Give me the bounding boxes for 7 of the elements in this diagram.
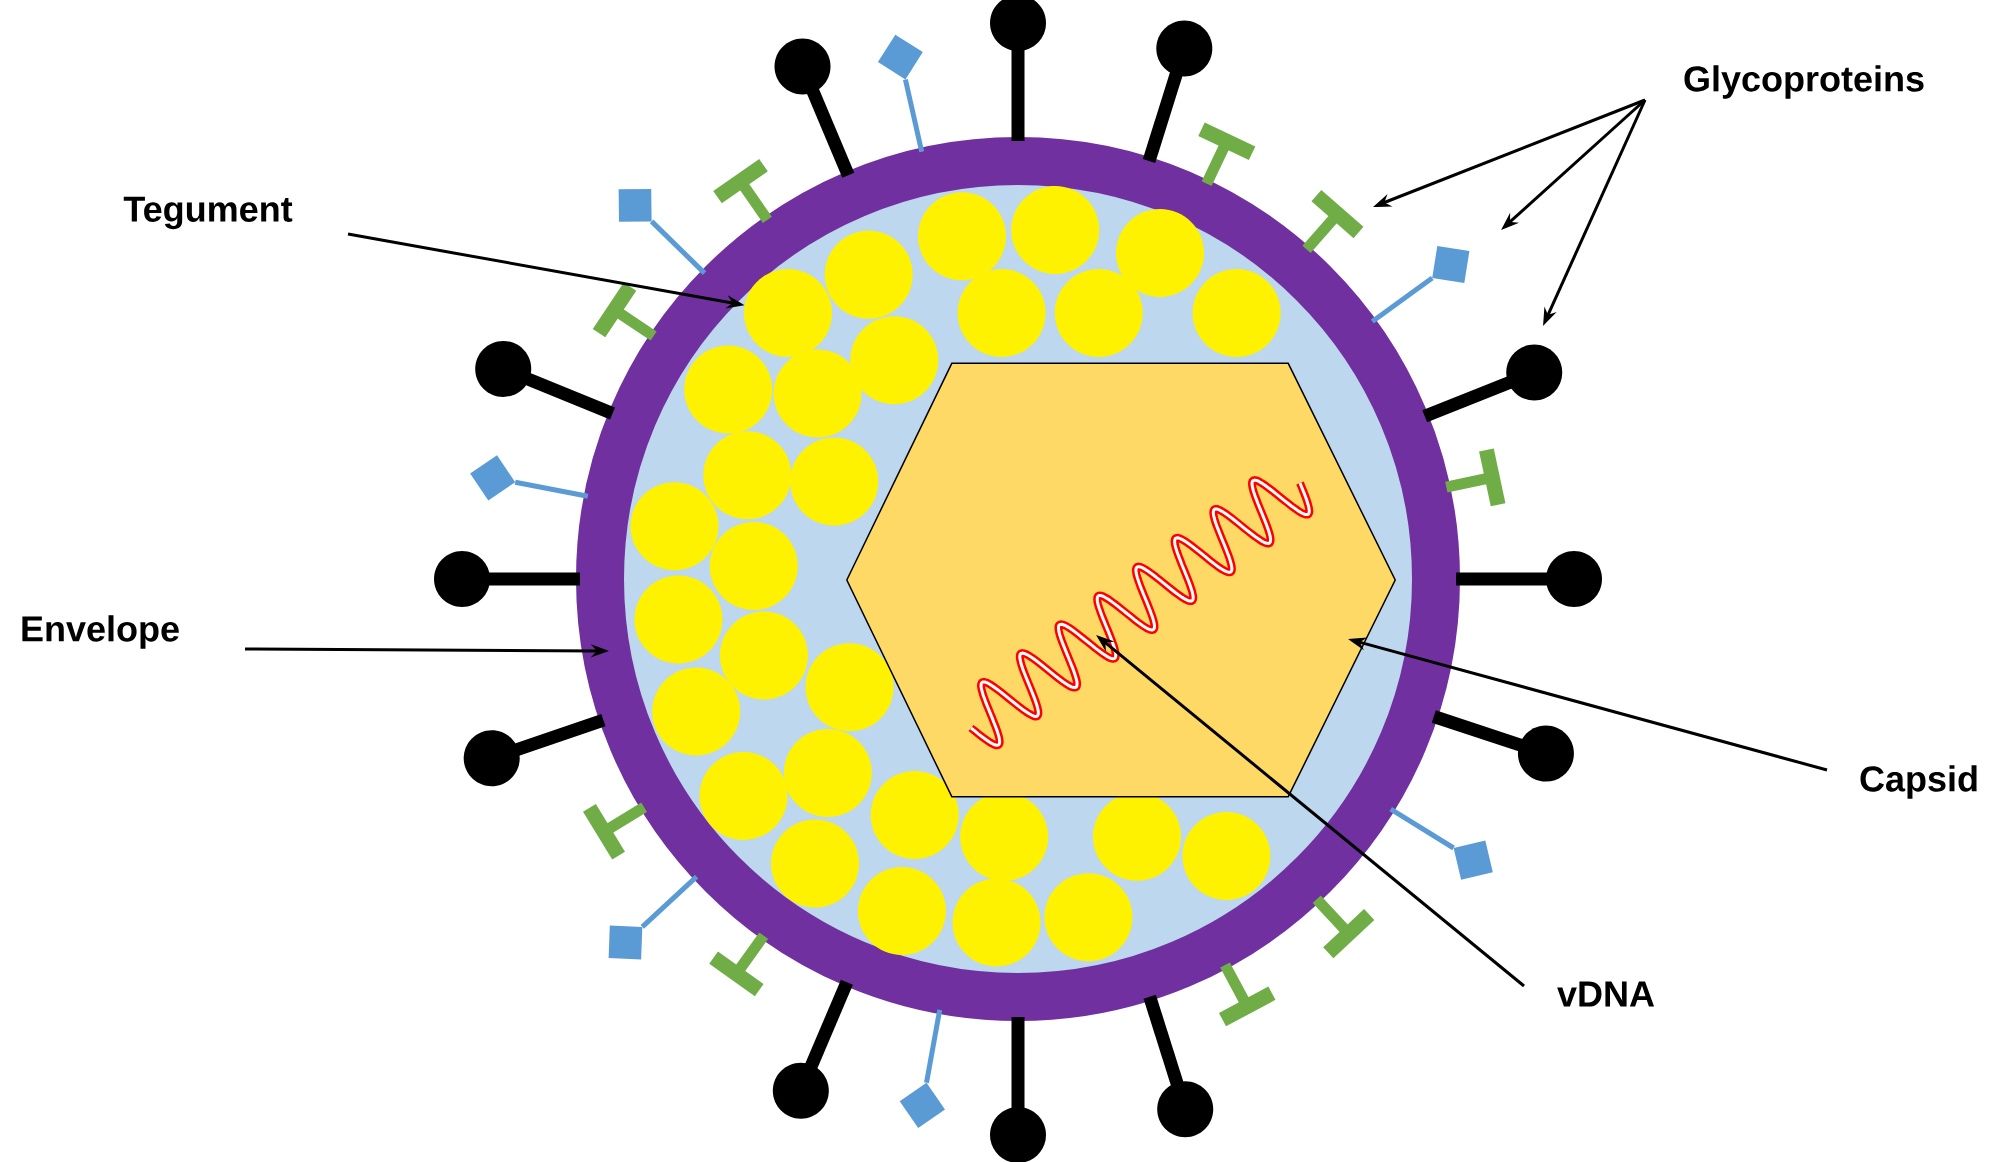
- callout-label: Capsid: [1860, 765, 1977, 799]
- tegument-ball: [744, 269, 832, 357]
- dna-helix: [968, 476, 1314, 750]
- callout-label: Tegument: [123, 196, 293, 230]
- callout-label: vDNA: [1557, 981, 1655, 1007]
- callout-label: Glycoproteins: [1684, 65, 1924, 99]
- callout-label: Envelope: [22, 615, 179, 649]
